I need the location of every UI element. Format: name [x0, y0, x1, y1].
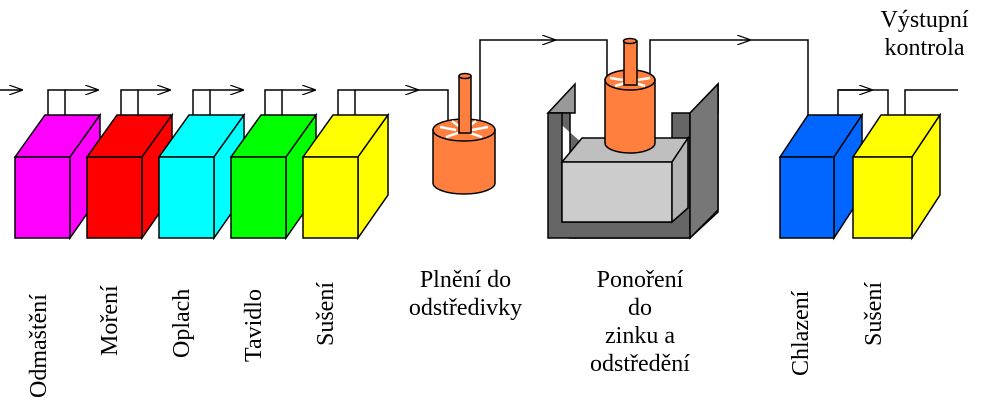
centrifuge-dip-body	[604, 79, 656, 154]
zinc-kettle	[546, 82, 719, 240]
centrifuge-shaft	[458, 75, 472, 134]
flow-line-7b	[555, 39, 608, 76]
label-suseni-2: Sušení	[861, 281, 887, 346]
label-vystupni-line1: Výstupní	[880, 7, 969, 33]
kettle-front	[547, 112, 691, 239]
label-ponoreni-line4: odstředění	[590, 351, 690, 377]
label-ponoreni-line1: Ponoření	[596, 267, 684, 293]
flow-line-3a	[192, 89, 211, 128]
label-chlazeni: Chlazení	[788, 290, 814, 376]
label-plneni-line1: Plnění do	[419, 267, 512, 293]
label-suseni-1: Sušení	[313, 281, 339, 346]
tank-front	[14, 156, 71, 239]
label-odmasteni: Odmaštění	[26, 294, 52, 398]
flow-line-4a	[264, 89, 283, 128]
label-oplach: Oplach	[169, 288, 195, 358]
flow-line-7	[479, 40, 555, 128]
label-vystupni-line2: kontrola	[884, 35, 965, 61]
flow-line-6	[418, 89, 449, 128]
centrifuge-body	[432, 129, 496, 195]
flow-line-8b	[750, 39, 809, 128]
zinc-bath	[561, 161, 673, 223]
tank-oplach	[157, 112, 246, 241]
flow-lines	[0, 40, 958, 128]
label-plneni: Plnění do odstředivky	[383, 266, 548, 322]
label-ponoreni-line2: do	[628, 295, 652, 321]
tank-odmasteni	[13, 112, 102, 241]
centrifuge-dip-shaft	[623, 40, 638, 86]
label-ponoreni-line3: zinku a	[605, 323, 675, 349]
tank-suseni-2	[851, 112, 942, 241]
kettle-side	[689, 82, 719, 240]
flow-line-5a	[337, 89, 356, 128]
flow-line-2a	[120, 89, 139, 128]
centrifuge-fill	[432, 72, 496, 195]
tank-chlazeni	[778, 112, 864, 241]
tank-tavidlo	[229, 112, 318, 241]
label-plneni-line2: odstředivky	[408, 295, 523, 321]
tank-moreni	[85, 112, 174, 241]
centrifuge-dip	[604, 37, 656, 154]
label-moreni: Moření	[97, 285, 123, 356]
label-ponoreni: Ponoření do zinku a odstředění	[560, 266, 720, 378]
label-tavidlo: Tavidlo	[241, 289, 267, 362]
tank-suseni-1	[301, 112, 390, 241]
label-vystupni-kontrola: Výstupní kontrola	[862, 6, 987, 62]
flow-line-1a	[47, 89, 66, 128]
flow-line-8	[649, 40, 750, 76]
